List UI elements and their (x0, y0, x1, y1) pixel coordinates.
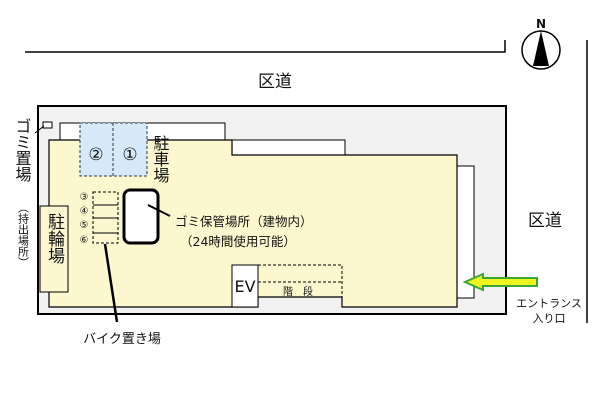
north-compass-icon: N (521, 17, 561, 70)
parking-space-1: ① (122, 145, 137, 165)
bike-area-label: バイク置き場 (83, 332, 161, 347)
stairs (257, 264, 343, 298)
parking-space-2: ② (88, 145, 103, 165)
bicycle-parking (39, 205, 69, 293)
garbage-storage-room (122, 188, 160, 245)
top-white-strip-mid (231, 139, 346, 156)
bike-slot-4: ④ (80, 206, 89, 217)
parking-label: 駐車場 (151, 135, 170, 184)
top-road-label: 区道 (258, 72, 292, 92)
elevator-label: EV (234, 277, 255, 296)
garbage-storage-hours: （24時間使用可能） (180, 234, 296, 249)
entrance-label: エントランス (516, 297, 582, 310)
garbage-point-box (42, 121, 53, 129)
elevator (231, 264, 259, 308)
bike-slot-5: ⑤ (80, 220, 89, 231)
garbage-pointer-line (147, 204, 171, 217)
top-road-edge (25, 40, 506, 53)
garbage-area-label: ゴミ置場 (13, 118, 32, 183)
bike-slot-6: ⑥ (80, 235, 89, 246)
garbage-point-line (34, 125, 45, 134)
bike-slot-3: ③ (80, 192, 89, 203)
bike-pointer-line (103, 243, 119, 323)
right-road-label: 区道 (528, 211, 562, 231)
entrance-arrow-icon (462, 272, 538, 292)
entrance-label-2: 入り口 (533, 312, 566, 325)
garbage-storage-label: ゴミ保管場所（建物内） (175, 214, 313, 229)
garbage-area-sub: （持出場所） (17, 202, 30, 268)
building-footprint (48, 139, 458, 308)
stairs-label: 階 段 (283, 285, 313, 298)
bicycle-parking-label: 駐輪場 (44, 213, 65, 265)
north-label: N (536, 17, 546, 31)
